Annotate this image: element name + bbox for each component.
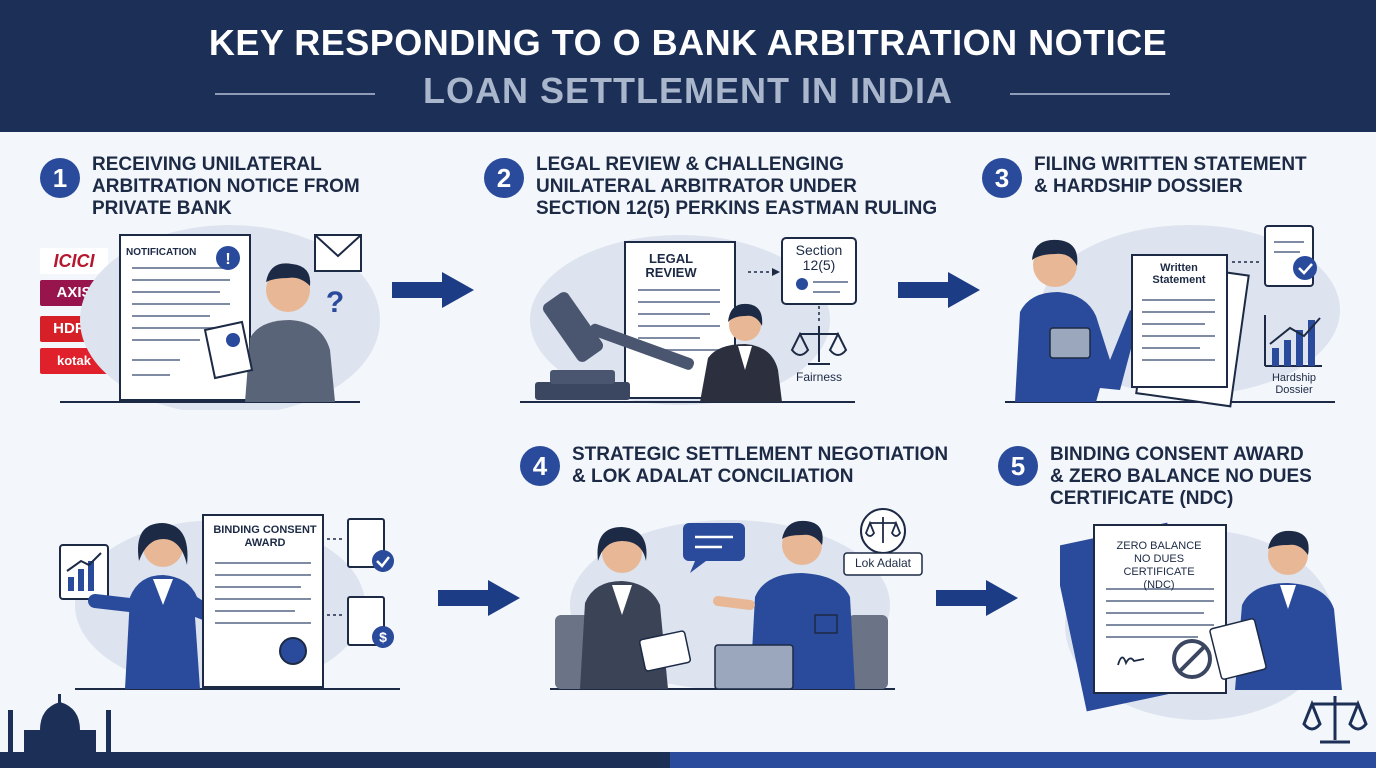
svg-text:!: ! (225, 251, 230, 268)
step-4-title: STRATEGIC SETTLEMENT NEGOTIATION& LOK AD… (572, 444, 949, 487)
step-5-illustration (1060, 522, 1342, 720)
bank-logo-icici: ICICI (40, 248, 108, 274)
step-3-badge: 3 (982, 158, 1022, 198)
verified-document-icon (1264, 225, 1317, 287)
arrow-step4-to-step5 (936, 580, 1018, 616)
lok-adalat-label: Lok Adalat (854, 556, 912, 570)
step-2-badge: 2 (484, 158, 524, 198)
step-5-title: BINDING CONSENT AWARD& ZERO BALANCE NO D… (1050, 444, 1312, 509)
question-mark-icon: ? (326, 286, 344, 319)
page-subtitle: LOAN SETTLEMENT IN INDIA (423, 70, 953, 111)
step-3-illustration (1005, 225, 1340, 408)
award-seal-icon (279, 637, 307, 665)
approved-document-icon (347, 518, 394, 572)
growth-chart-icon (59, 544, 109, 600)
payment-document-icon: $ (347, 596, 394, 648)
alert-icon (216, 246, 240, 270)
step-1-illustration: ! ? (60, 225, 380, 410)
step-4-illustration (550, 508, 923, 690)
step-5-badge: 5 (998, 446, 1038, 486)
arrow-step1-to-step2 (392, 272, 474, 308)
header-banner: KEY RESPONDING TO O BANK ARBITRATION NOT… (0, 0, 1376, 132)
notification-label: NOTIFICATION (126, 247, 197, 258)
svg-text:$: $ (379, 629, 387, 645)
hardship-chart-icon (1264, 315, 1322, 367)
arrow-step2-to-step3 (898, 272, 980, 308)
step-4-badge: 4 (520, 446, 560, 486)
step-2-illustration (520, 235, 857, 405)
fairness-scale-icon (790, 326, 848, 365)
chat-bubble-icon (683, 523, 745, 573)
title-rule-left (215, 93, 375, 95)
zero-balance-stamp-icon (1172, 639, 1212, 679)
taj-mahal-icon (8, 694, 111, 754)
footer-bar (0, 752, 1376, 768)
step-1-badge: 1 (40, 158, 80, 198)
page-title: KEY RESPONDING TO O BANK ARBITRATION NOT… (208, 22, 1168, 63)
consent-award-illustration: $ (59, 514, 400, 690)
justice-scale-icon (1302, 696, 1368, 744)
step-3-title: FILING WRITTEN STATEMENT& HARDSHIP DOSSI… (1034, 154, 1307, 197)
gavel-icon (535, 292, 695, 400)
fairness-label: Fairness (795, 370, 842, 384)
title-rule-right (1010, 93, 1170, 95)
arrow-award-to-step4 (438, 580, 520, 616)
